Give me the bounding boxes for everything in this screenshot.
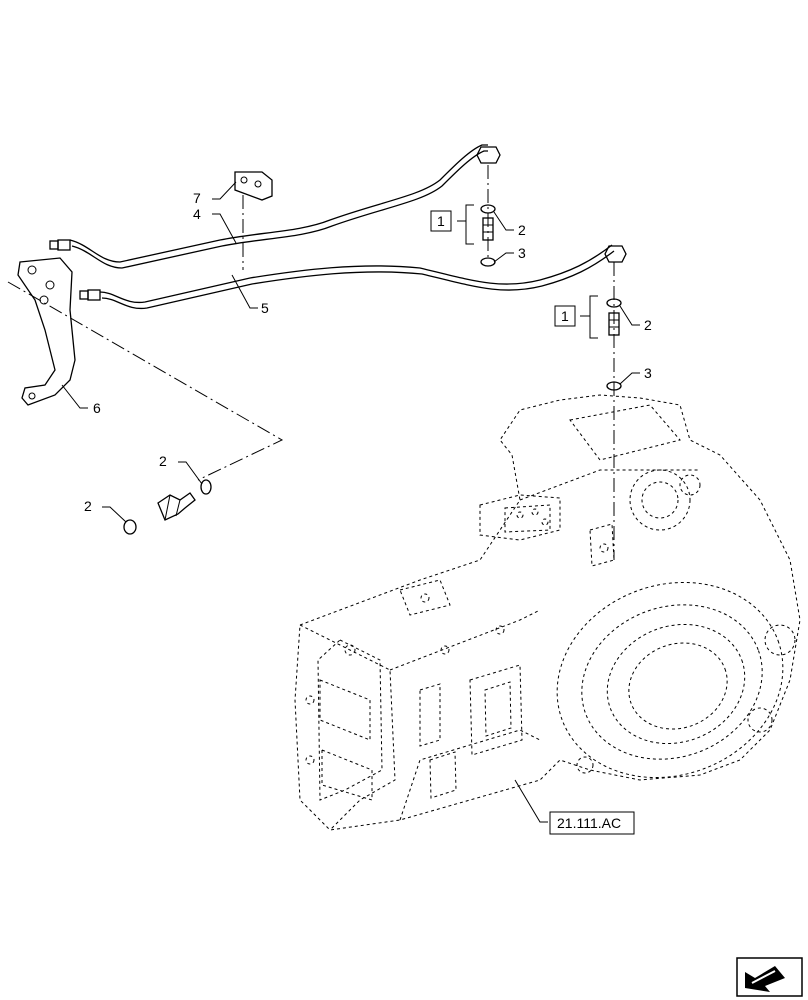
callout-2-upper: 2	[518, 222, 526, 238]
mounting-bracket-6	[17, 257, 76, 406]
pipe-5-nut	[604, 245, 627, 263]
pipe-4	[69, 144, 488, 269]
middle-seal-2	[606, 298, 622, 308]
alignment-lines	[7, 165, 615, 560]
callout-3-middle: 3	[644, 365, 652, 381]
middle-union-fitting	[608, 312, 620, 336]
kit-box-upper-label: 1	[437, 213, 445, 229]
kit-box-middle: 1	[554, 305, 576, 327]
callout-2-middle: 2	[644, 317, 652, 333]
pipe-4-end-fitting	[49, 239, 71, 251]
callout-2-left-top: 2	[159, 453, 167, 469]
pipe-4-nut	[476, 146, 501, 164]
return-arrow-icon[interactable]	[736, 957, 803, 997]
callout-3-upper: 3	[518, 245, 526, 261]
pipe-5-end-fitting	[79, 289, 101, 301]
pipe-clamp-7	[234, 171, 273, 201]
left-adapter-fitting	[157, 492, 196, 521]
callout-5: 5	[261, 300, 269, 316]
left-seal-2-bottom	[123, 519, 137, 535]
upper-union-fitting	[482, 217, 494, 241]
leader-lines	[61, 181, 640, 823]
kit-box-middle-label: 1	[561, 308, 569, 324]
callout-4: 4	[193, 206, 201, 222]
upper-seal-2	[480, 204, 496, 214]
reference-link-21-111-ac[interactable]: 21.111.AC	[549, 811, 635, 835]
pipe-5	[99, 244, 615, 310]
callout-7: 7	[193, 190, 201, 206]
callout-6: 6	[93, 400, 101, 416]
reference-label[interactable]: 21.111.AC	[557, 815, 621, 831]
transmission-housing	[294, 394, 801, 831]
middle-seal-3	[606, 381, 622, 391]
upper-seal-3	[480, 257, 496, 267]
left-seal-2-top	[200, 479, 212, 495]
callout-2-left-bottom: 2	[84, 498, 92, 514]
kit-box-upper: 1	[430, 210, 452, 232]
